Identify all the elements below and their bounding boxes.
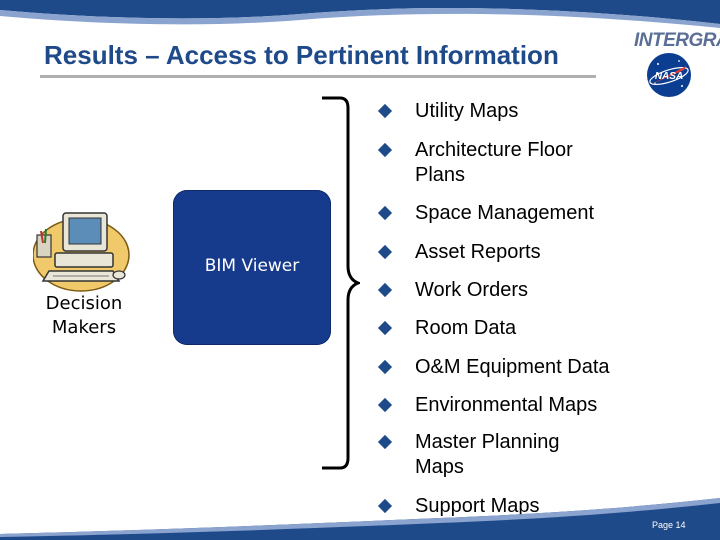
footer-wave bbox=[0, 498, 720, 540]
item-text: O&M Equipment Data bbox=[415, 356, 610, 378]
item-text-line-2: Plans bbox=[415, 164, 466, 186]
item-text: Support Maps bbox=[415, 495, 540, 517]
curly-brace bbox=[322, 96, 360, 470]
decision-makers-line-2: Makers bbox=[51, 317, 117, 338]
header-wave bbox=[0, 0, 720, 28]
diamond-bullet-icon bbox=[377, 434, 393, 450]
diamond-bullet-icon bbox=[377, 397, 393, 413]
nasa-logo-icon: NASA bbox=[647, 53, 691, 97]
page-number: Page 14 bbox=[652, 520, 686, 530]
decision-makers-label: Decision Makers bbox=[24, 292, 144, 340]
diamond-bullet-icon bbox=[377, 142, 393, 158]
item-text-line-2: Maps bbox=[415, 456, 464, 478]
item-text: Asset Reports bbox=[415, 241, 541, 263]
item-text-line-1: Architecture Floor bbox=[415, 139, 573, 161]
diamond-bullet-icon bbox=[377, 103, 393, 119]
item-text: Environmental Maps bbox=[415, 394, 598, 416]
computer-icon bbox=[33, 212, 130, 292]
page-title: Results – Access to Pertinent Informatio… bbox=[44, 40, 559, 70]
item-text: Utility Maps bbox=[415, 100, 519, 122]
diamond-bullet-icon bbox=[377, 244, 393, 260]
intergraph-logo: INTERGRAPH bbox=[634, 30, 720, 51]
item-text-line-1: Master Planning bbox=[415, 431, 560, 453]
diamond-bullet-icon bbox=[377, 320, 393, 336]
diamond-bullet-icon bbox=[377, 359, 393, 375]
diamond-bullet-icon bbox=[377, 282, 393, 298]
item-text: Space Management bbox=[415, 202, 595, 224]
decision-makers-line-1: Decision bbox=[45, 293, 123, 314]
diamond-bullet-icon bbox=[377, 205, 393, 221]
bim-viewer-box bbox=[173, 190, 331, 345]
title-underline bbox=[40, 75, 596, 78]
bim-viewer-label: BIM Viewer bbox=[204, 256, 300, 276]
item-text: Work Orders bbox=[415, 279, 528, 301]
item-text: Room Data bbox=[415, 317, 517, 339]
nasa-seal-text: NASA bbox=[655, 71, 683, 82]
